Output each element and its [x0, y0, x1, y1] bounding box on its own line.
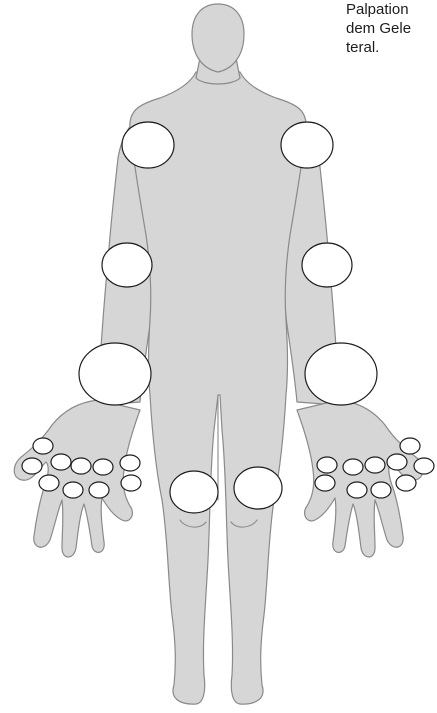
joint-hand-right-pip-3[interactable]	[63, 482, 83, 498]
joint-hand-left-mcp-3[interactable]	[365, 457, 385, 473]
joint-shoulder-left[interactable]	[281, 122, 333, 168]
joint-elbow-right[interactable]	[102, 243, 152, 287]
joint-hand-right-mcp-5[interactable]	[120, 455, 140, 471]
joint-hand-left-pip-4[interactable]	[347, 482, 367, 498]
joint-hand-right-thumb-mcp[interactable]	[22, 458, 42, 474]
joint-hand-right-thumb-ip[interactable]	[33, 438, 53, 454]
joint-hand-left-mcp-5[interactable]	[317, 457, 337, 473]
caption-line-2: dem Gele	[346, 19, 437, 38]
joint-hand-right-mcp-4[interactable]	[93, 459, 113, 475]
joint-hand-left-pip-2[interactable]	[396, 475, 416, 491]
joint-wrist-left[interactable]	[305, 343, 377, 405]
joint-hand-left-mcp-4[interactable]	[343, 459, 363, 475]
caption-text: Palpation dem Gele teral.	[346, 0, 437, 57]
joint-hand-left-pip-3[interactable]	[371, 482, 391, 498]
joint-hand-right-mcp-2[interactable]	[51, 454, 71, 470]
joint-elbow-left[interactable]	[302, 243, 352, 287]
joint-hand-left-mcp-2[interactable]	[387, 454, 407, 470]
joint-hand-left-thumb-mcp[interactable]	[414, 458, 434, 474]
caption-line-3: teral.	[346, 38, 437, 57]
caption-line-1: Palpation	[346, 0, 437, 19]
joint-knee-right[interactable]	[170, 471, 218, 513]
joint-hand-left-pip-5[interactable]	[315, 475, 335, 491]
joint-hand-right-pip-2[interactable]	[39, 475, 59, 491]
joint-knee-left[interactable]	[234, 467, 282, 509]
joint-wrist-right[interactable]	[79, 343, 151, 405]
joint-hand-right-pip-4[interactable]	[89, 482, 109, 498]
joint-hand-right-pip-5[interactable]	[121, 475, 141, 491]
hand-right	[14, 400, 140, 557]
joint-hand-left-thumb-ip[interactable]	[400, 438, 420, 454]
joint-shoulder-right[interactable]	[122, 122, 174, 168]
joint-hand-right-mcp-3[interactable]	[71, 458, 91, 474]
